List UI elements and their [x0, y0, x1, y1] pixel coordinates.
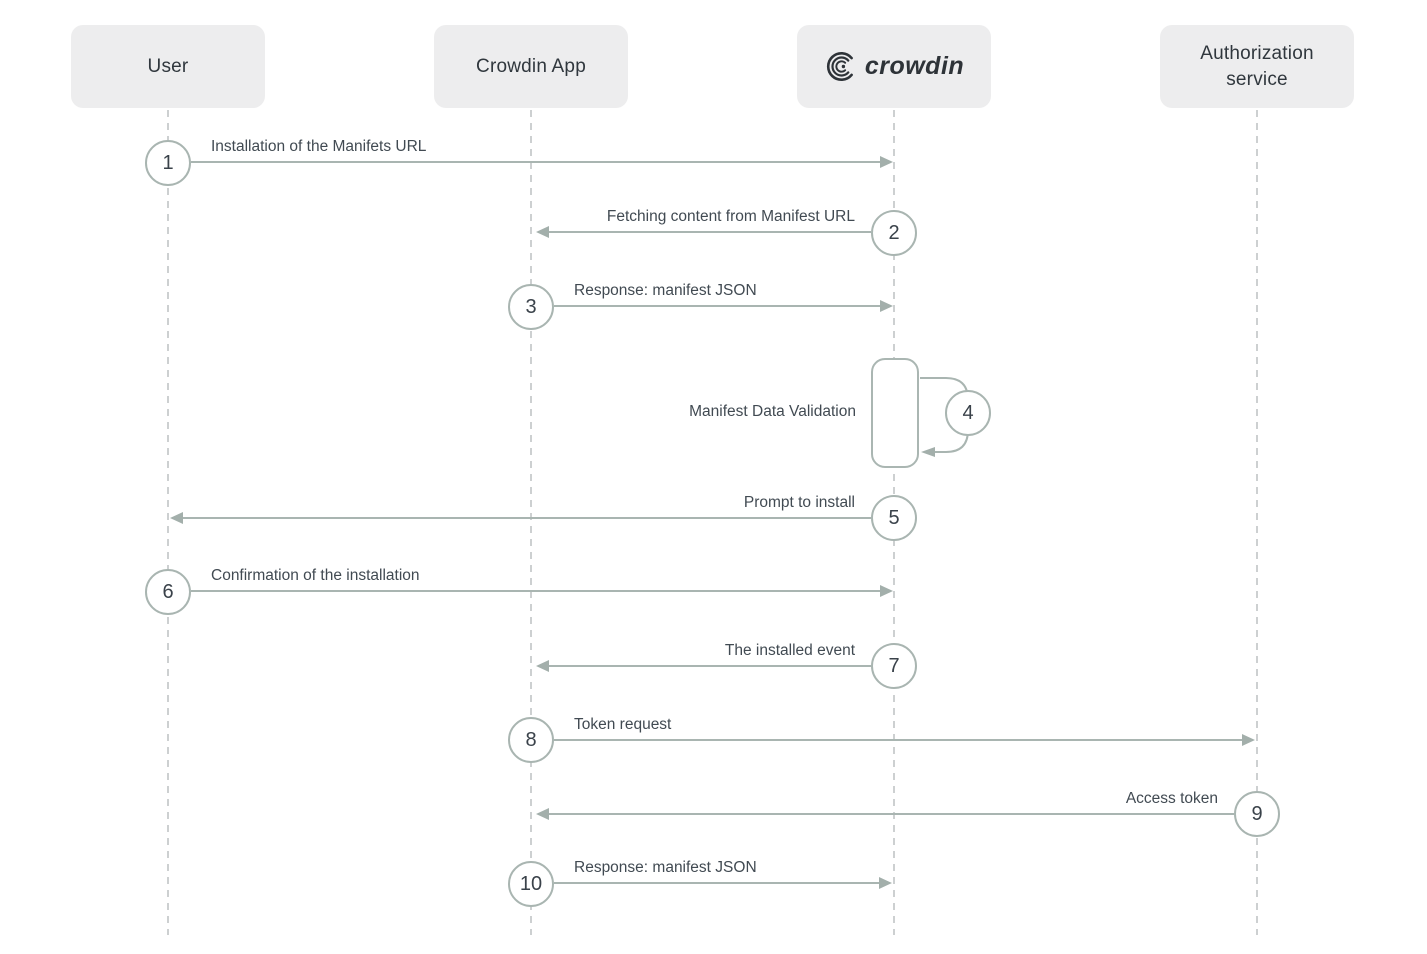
step-circle-5: 5: [871, 495, 917, 541]
message-1: Installation of the Manifets URL: [191, 138, 893, 168]
message-label: Access token: [1125, 790, 1218, 807]
arrow-line: [182, 517, 871, 519]
message-7: The installed event: [536, 642, 871, 672]
lifeline-crowdin-app: [530, 110, 532, 935]
lifeline-user: [167, 110, 169, 935]
step-circle-7: 7: [871, 643, 917, 689]
arrow-line: [191, 161, 881, 163]
participant-label: User: [147, 55, 189, 77]
arrowhead-right-icon: [880, 156, 893, 168]
message-label: Response: manifest JSON: [574, 859, 757, 876]
arrowhead-left-icon: [536, 660, 549, 672]
participant-label: Crowdin App: [476, 55, 586, 77]
step-circle-1: 1: [145, 140, 191, 186]
message-8: Token request: [554, 716, 1255, 746]
step-circle-10: 10: [508, 861, 554, 907]
arrow-line: [548, 231, 871, 233]
participant-auth-service: Authorization service: [1160, 25, 1354, 108]
message-label: The installed event: [724, 642, 855, 659]
arrowhead-right-icon: [1242, 734, 1255, 746]
arrow-line: [554, 739, 1243, 741]
message-label: Installation of the Manifets URL: [211, 138, 427, 155]
arrowhead-left-icon: [536, 226, 549, 238]
message-label: Response: manifest JSON: [574, 282, 757, 299]
arrow-line: [554, 305, 881, 307]
step-circle-4: 4: [945, 390, 991, 436]
message-9: Access token: [536, 790, 1234, 820]
step-circle-8: 8: [508, 717, 554, 763]
step-circle-6: 6: [145, 569, 191, 615]
step-circle-2: 2: [871, 210, 917, 256]
arrow-line: [554, 882, 880, 884]
participant-crowdin-app: Crowdin App: [434, 25, 628, 108]
arrowhead-left-icon: [170, 512, 183, 524]
crowdin-logo-text: crowdin: [864, 52, 965, 80]
arrowhead-right-icon: [880, 585, 893, 597]
message-label: Token request: [574, 716, 672, 733]
participant-crowdin: crowdin: [797, 25, 991, 108]
message-label: Manifest Data Validation: [689, 403, 856, 420]
message-2: Fetching content from Manifest URL: [536, 208, 871, 238]
step-circle-3: 3: [508, 284, 554, 330]
arrow-line: [548, 665, 871, 667]
message-label: Confirmation of the installation: [211, 567, 420, 584]
activation-box: [871, 358, 919, 468]
arrowhead-left-icon: [536, 808, 549, 820]
arrowhead-left-icon: [921, 447, 935, 457]
step-circle-9: 9: [1234, 791, 1280, 837]
participant-user: User: [71, 25, 265, 108]
message-label: Prompt to install: [743, 494, 855, 511]
message-6: Confirmation of the installation: [191, 567, 893, 597]
crowdin-logo: crowdin: [824, 51, 964, 82]
arrowhead-right-icon: [879, 877, 892, 889]
lifeline-auth-service: [1256, 110, 1258, 935]
arrowhead-right-icon: [880, 300, 893, 312]
message-3: Response: manifest JSON: [554, 282, 893, 312]
message-5: Prompt to install: [170, 494, 871, 524]
participant-label: Authorization service: [1200, 43, 1314, 90]
arrow-line: [548, 813, 1234, 815]
crowdin-logo-icon: [826, 52, 853, 81]
arrow-line: [191, 590, 881, 592]
message-10: Response: manifest JSON: [554, 859, 892, 889]
message-label: Fetching content from Manifest URL: [606, 208, 855, 225]
